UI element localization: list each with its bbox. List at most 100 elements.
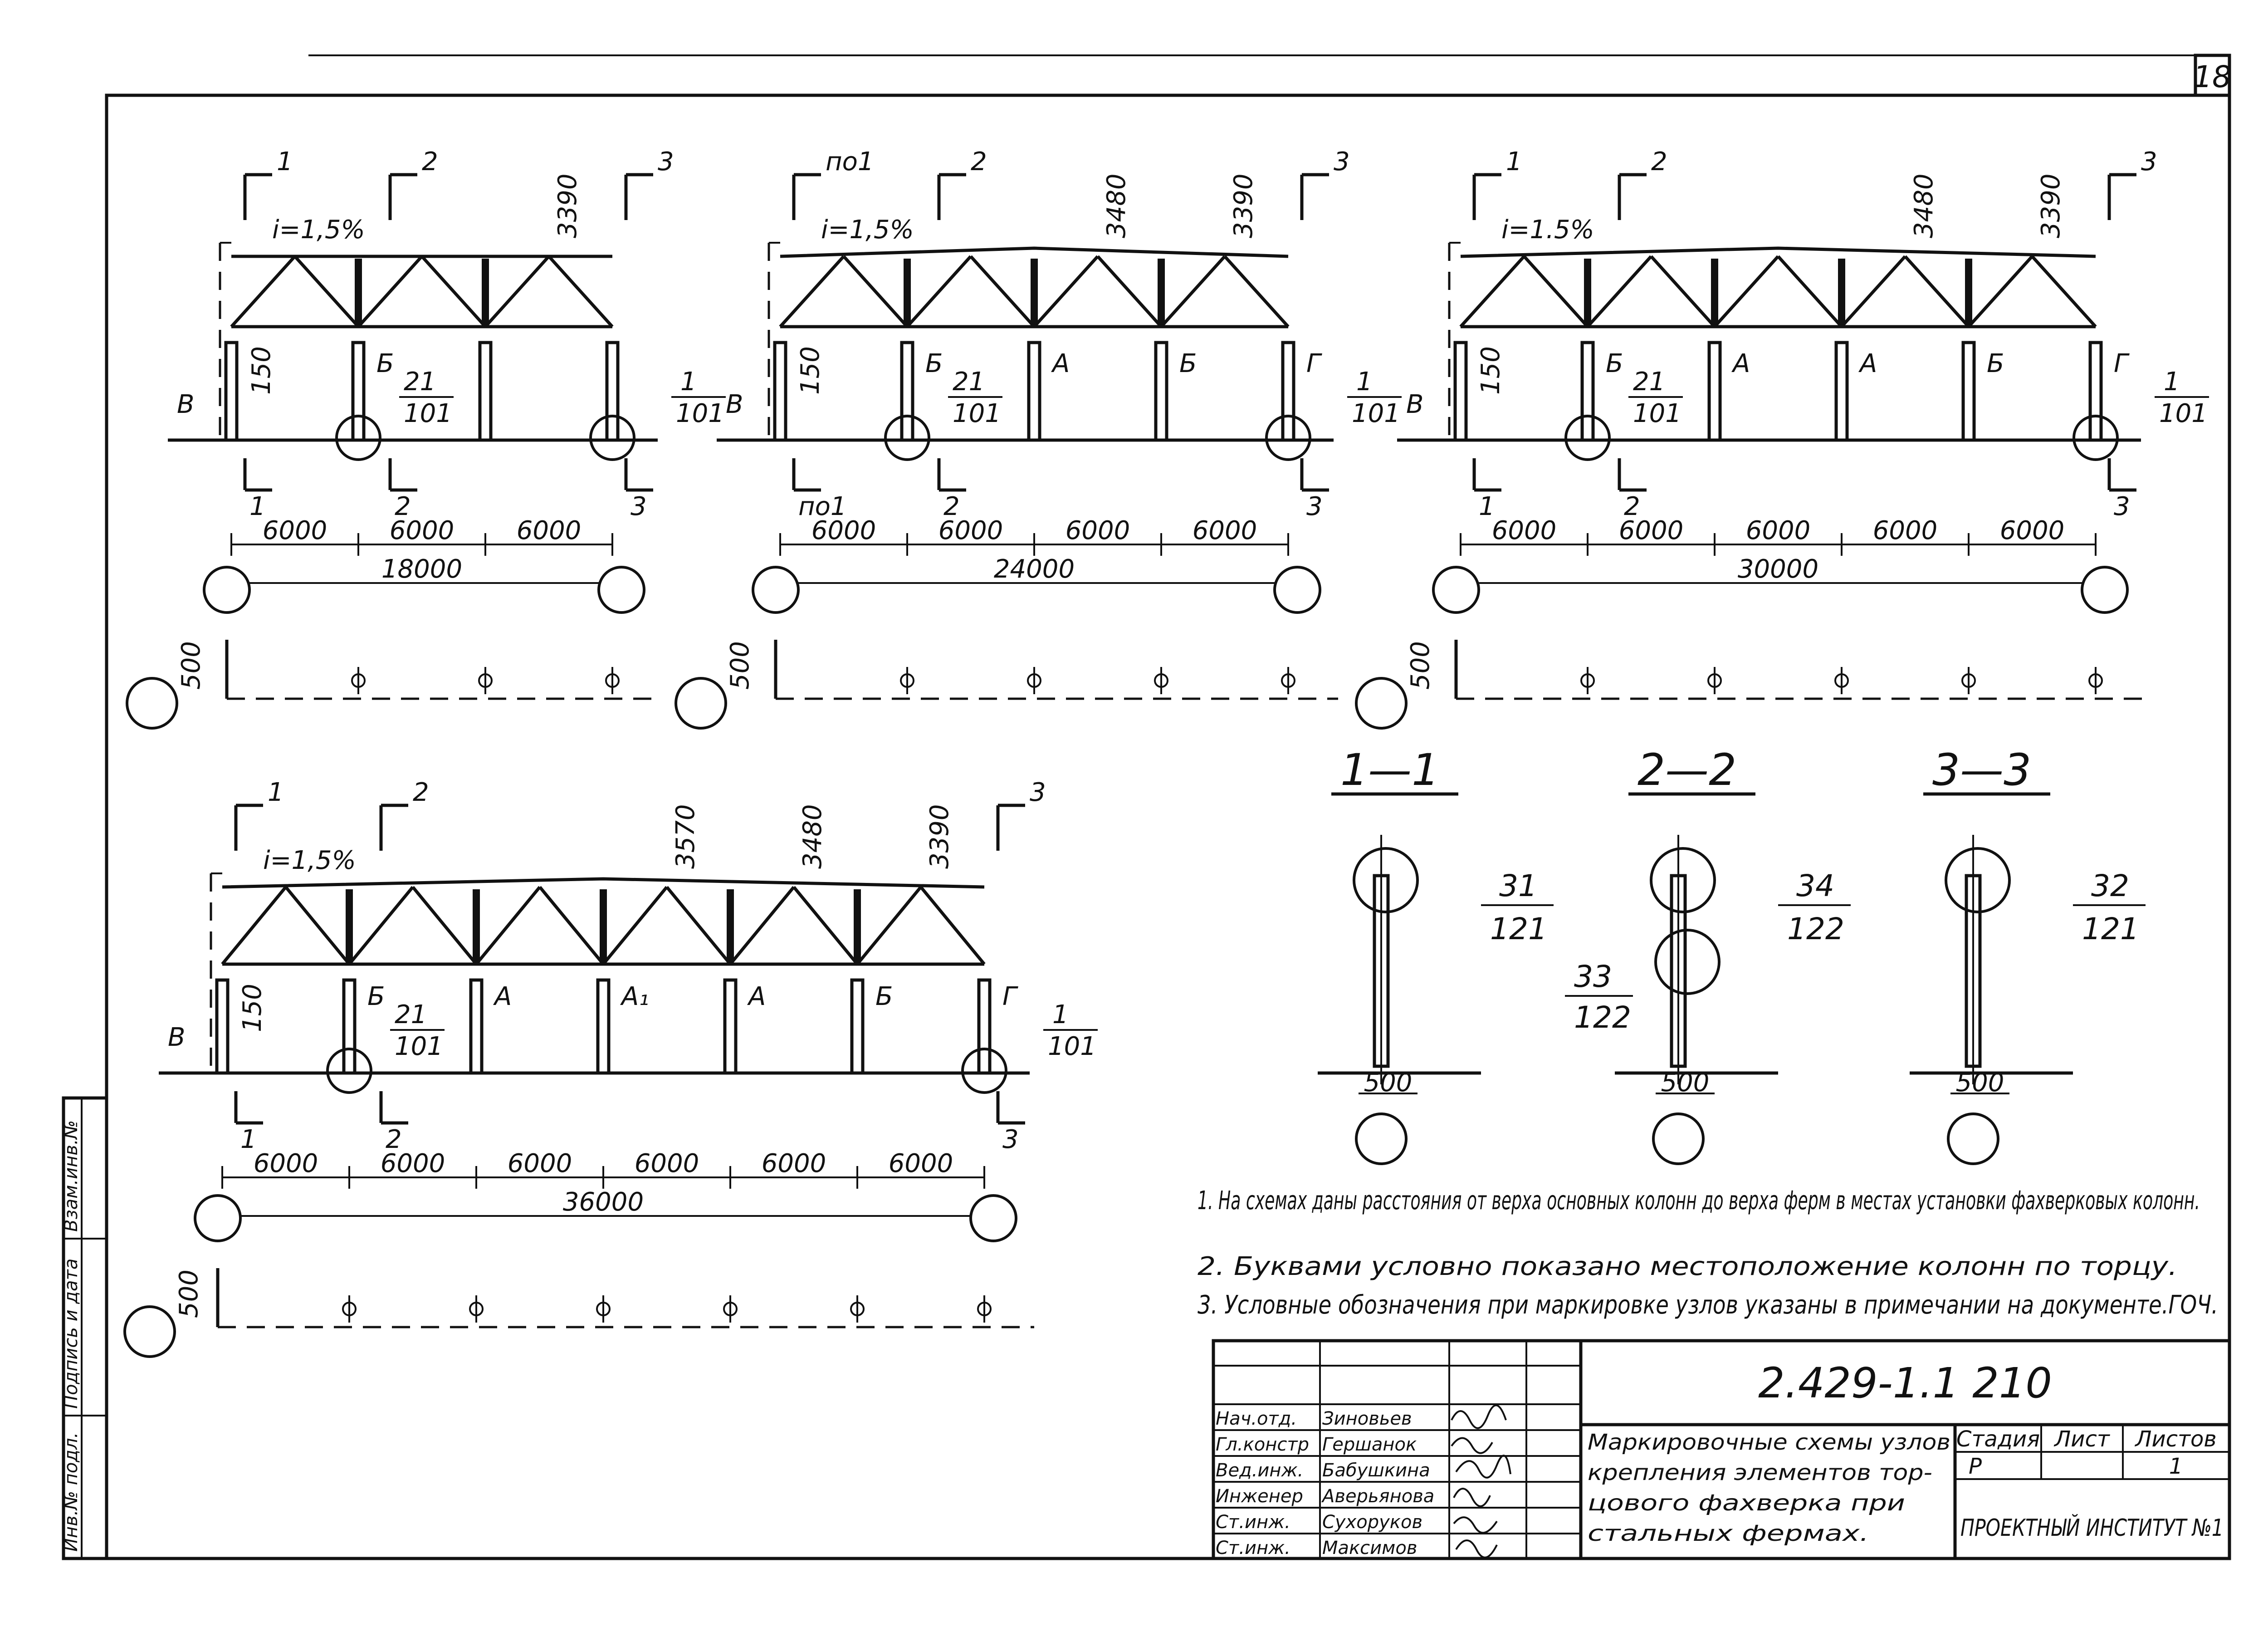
web-diagonal <box>665 886 732 965</box>
section-title: 1—1 <box>1340 745 1439 795</box>
staff-name-4: Аверьянова <box>1321 1486 1434 1507</box>
top-chord <box>222 877 985 889</box>
web-diagonal <box>1967 255 2033 328</box>
cut-label-top: по1 <box>826 147 874 176</box>
section-axis-circle <box>1355 1113 1408 1165</box>
column-letter: А₁ <box>620 982 649 1011</box>
web-diagonal <box>1650 255 1716 328</box>
span-value: 6000 <box>635 1149 699 1178</box>
web-diagonal <box>484 255 550 328</box>
node-circle-21 <box>326 1048 372 1094</box>
column-letter: В <box>168 1023 185 1052</box>
span-value: 6000 <box>762 1149 826 1178</box>
description-line-4: стальных фермах. <box>1588 1521 1869 1546</box>
node-ref-number: 1 <box>1356 367 1373 397</box>
node-ref-number: 1 <box>1052 1000 1069 1029</box>
axis-offset-dim: 500 <box>725 641 755 690</box>
node-ref-sheet: 101 <box>395 1032 443 1061</box>
signature-5 <box>1453 1516 1498 1534</box>
cut-label-bottom: 3 <box>2114 492 2130 521</box>
web-diagonal <box>348 886 414 965</box>
node-ref-number: 21 <box>404 367 436 397</box>
fakhverk-column <box>977 978 992 1075</box>
span-value: 6000 <box>1746 516 1811 545</box>
column-letter: Г <box>2114 349 2130 378</box>
height-dimension: 3390 <box>2036 173 2066 238</box>
span-value: 6000 <box>1619 516 1684 545</box>
node-ref-sheet: 101 <box>953 399 1001 428</box>
axis-circle-right <box>2081 566 2129 614</box>
staff-name-1: Зиновьев <box>1322 1408 1412 1429</box>
height-dimension: 3390 <box>925 804 954 869</box>
sheet-number-box <box>2194 54 2231 97</box>
web-diagonal <box>230 255 296 328</box>
node-circle-1 <box>961 1048 1007 1094</box>
cut-label-top: 1 <box>1506 147 1522 176</box>
span-value: 6000 <box>1066 516 1130 545</box>
web-diagonal <box>1459 255 1525 328</box>
cut-label-bottom: 1 <box>240 1125 257 1154</box>
column-letter: Б <box>1606 349 1623 378</box>
web-diagonal <box>1523 255 1589 328</box>
slope-label: i=1,5% <box>263 846 356 875</box>
axis-offset-dim: 500 <box>174 1269 204 1318</box>
column-letter: Б <box>1179 349 1197 378</box>
staff-name-2: Гершанок <box>1322 1434 1417 1455</box>
top-chord <box>780 246 1289 258</box>
fakhverk-column <box>478 341 493 442</box>
cut-label-bottom: 2 <box>943 492 960 521</box>
column-letter: А <box>1051 349 1070 378</box>
notes: 1. На схемах даны расстояния от верха ос… <box>1198 1186 2218 1320</box>
side-stamp: Инв.№ подл. Подпись и дата Взам.инв.№ <box>61 1096 108 1560</box>
fakhverk-column <box>773 341 787 442</box>
cut-label-top: 1 <box>277 147 293 176</box>
section-ref2-number: 33 <box>1574 959 1612 994</box>
axis-circle-left <box>203 566 251 614</box>
web-diagonal <box>1096 255 1163 328</box>
fakhverk-column <box>1707 341 1722 442</box>
span-value: 6000 <box>2000 516 2065 545</box>
node-circle-21 <box>1564 415 1611 461</box>
web-diagonal <box>729 886 795 965</box>
section-node-circle-2 <box>1654 929 1721 995</box>
column-letter: Б <box>925 349 943 378</box>
column-letter: А <box>1858 349 1877 378</box>
height-dimension: 3390 <box>1229 173 1258 238</box>
span-value: 6000 <box>1492 516 1557 545</box>
web-diagonal <box>1033 255 1099 328</box>
drawing-frame <box>105 93 2231 1560</box>
stage-value: Р <box>1969 1454 1982 1479</box>
span-value: 6000 <box>254 1149 318 1178</box>
total-span: 18000 <box>381 554 462 584</box>
fakhverk-column <box>1154 341 1168 442</box>
section-ref2-sheet: 122 <box>1574 1000 1631 1035</box>
fakhverk-column <box>215 978 230 1075</box>
web-diagonal <box>293 255 360 328</box>
note-2: 2. Буквами условно показано местоположен… <box>1198 1252 2177 1281</box>
column-letter: А <box>747 982 766 1011</box>
fakhverk-column <box>1580 341 1595 442</box>
cut-label-bottom: 1 <box>249 492 266 521</box>
web-diagonal <box>538 886 605 965</box>
span-value: 6000 <box>1193 516 1257 545</box>
node-ref-sheet: 101 <box>1048 1032 1096 1061</box>
web-diagonal <box>842 255 909 328</box>
axis-circle-left <box>1432 566 1480 614</box>
column-letter: В <box>1406 390 1423 419</box>
fakhverk-column <box>605 341 620 442</box>
axis-circle-left <box>194 1194 242 1242</box>
column-letter: Б <box>1987 349 2004 378</box>
span-value: 6000 <box>938 516 1003 545</box>
web-diagonal <box>221 886 287 965</box>
cut-label-top: 2 <box>422 147 438 176</box>
signature-6 <box>1455 1539 1498 1558</box>
axis-circle-left <box>752 566 800 614</box>
web-diagonal <box>856 886 922 965</box>
stamp-signature-date: Подпись и дата <box>61 1259 82 1409</box>
fakhverk-column <box>2088 341 2103 442</box>
column-letter: А <box>1731 349 1750 378</box>
cut-label-top: 3 <box>1334 147 1350 176</box>
web-diagonal <box>475 886 541 965</box>
web-diagonal <box>357 255 423 328</box>
